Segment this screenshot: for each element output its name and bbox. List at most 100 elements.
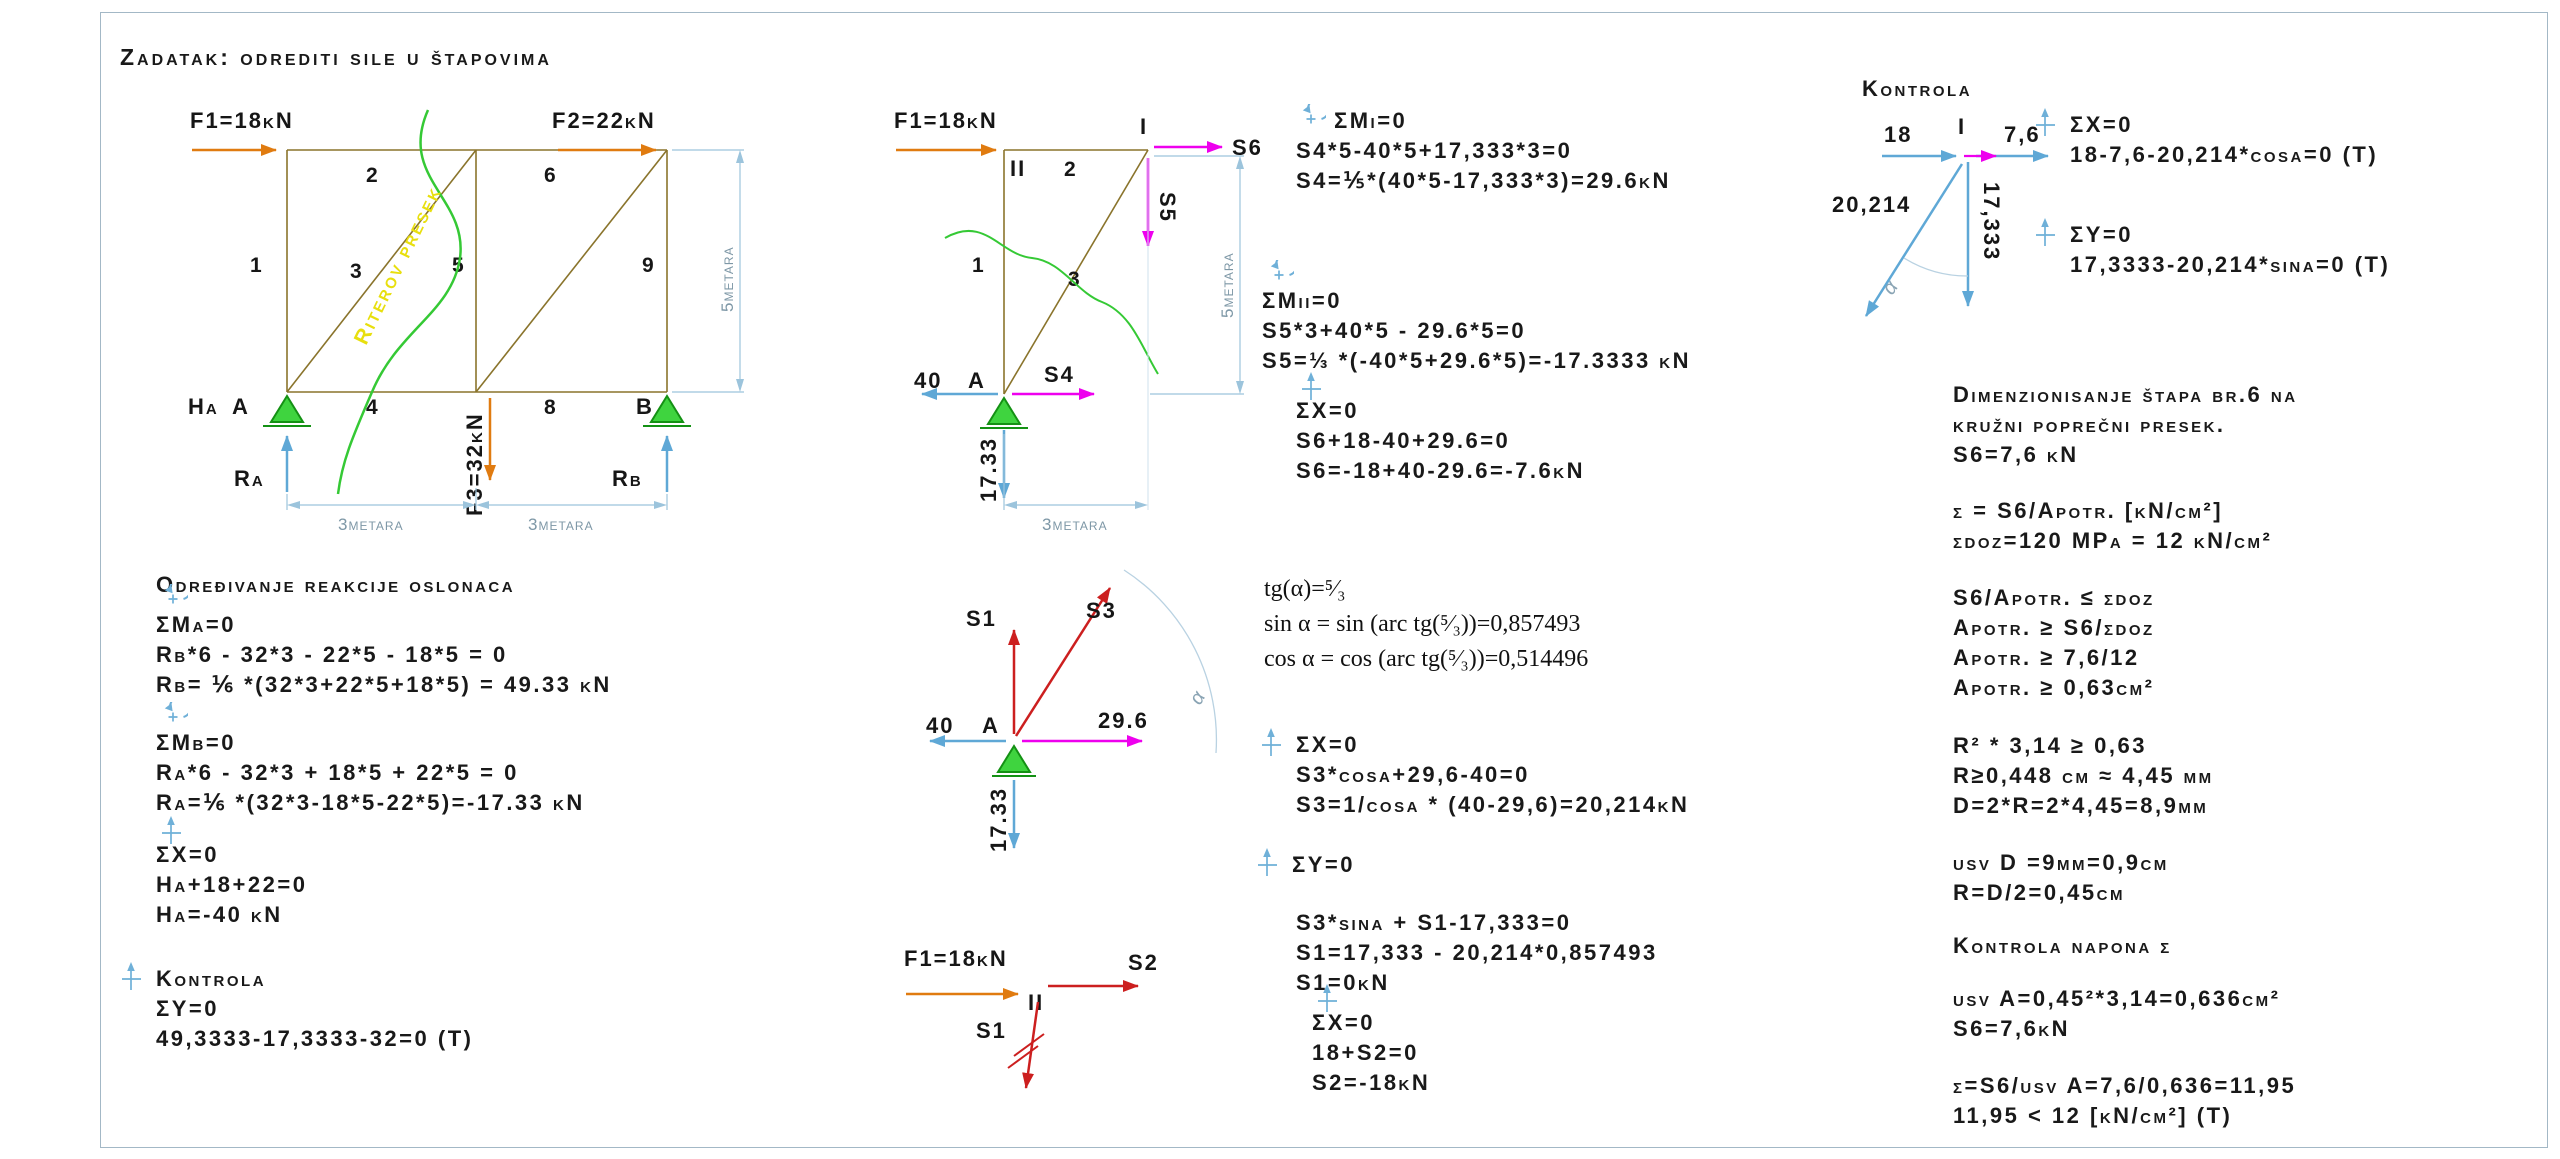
joint-a-diagram: S1 S3 29.6 40 A 17.33 α [926, 569, 1218, 852]
moment-direction-icon [1270, 260, 1294, 280]
text-line: S5=⅓ *(-40*5+29.6*5)=-17.3333 kN [1262, 348, 1692, 373]
member-2-label: 2 [1064, 158, 1077, 181]
axes-plus-icon [2036, 108, 2055, 136]
text-line: D=2*R=2*4,45=8,9mm [1953, 793, 2209, 818]
node-b-label: B [636, 394, 654, 419]
s3-20214-label: 20,214 [1832, 192, 1911, 217]
section-cut-curve [944, 230, 1159, 375]
text-line: Ra=⅙ *(32*3-18*5-22*5)=-17.33 kN [156, 790, 585, 815]
dim-3m-right: 3metara [528, 515, 594, 534]
node-a-label: A [232, 394, 250, 419]
member-1-label: 1 [972, 254, 985, 277]
equation-line: ΣY=0 [1292, 852, 1355, 877]
alpha-symbol: α [1185, 687, 1210, 708]
stress-block: σ = S6/Apotr. [kN/cm²] σdoz=120 MPa = 12 … [1953, 498, 2272, 558]
ritter-section-curve [336, 109, 462, 495]
text-line: S3=1/cosα * (40-29,6)=20,214kN [1296, 792, 1690, 817]
force-f1-label: F1=18kN [904, 946, 1008, 971]
ra-17-label: 17.33 [986, 787, 1011, 852]
text-line: σ = S6/Apotr. [kN/cm²] [1953, 498, 2224, 523]
s3-label: S3 [1086, 598, 1117, 623]
text-line: ΣX=0 [156, 842, 219, 867]
ra-17-label: 17.33 [976, 437, 1001, 502]
text-line: Ra*6 - 32*3 + 18*5 + 22*5 = 0 [156, 760, 519, 785]
support-a-icon [986, 396, 1022, 425]
text-line: S6=7,6 kN [1953, 442, 2079, 467]
equation-lines: σ = S6/Apotr. [kN/cm²] σdoz=120 MPa = 12 … [1953, 498, 2272, 558]
text-line: usv A=0,45²*3,14=0,636cm² [1953, 986, 2281, 1011]
text-line: S6=-18+40-29.6=-7.6kN [1296, 458, 1585, 483]
text-line: Dimenzionisanje štapa br.6 na [1953, 382, 2298, 407]
s3-arrow [1014, 587, 1112, 737]
text-line: S2=-18kN [1312, 1070, 1431, 1095]
text-line: S5*3+40*5 - 29.6*5=0 [1262, 318, 1527, 343]
text-line: 18+S2=0 [1312, 1040, 1419, 1065]
moment-direction-icon [164, 584, 188, 604]
text-line: tg(α)=⁵⁄₃ [1264, 576, 1346, 602]
axes-plus-icon [1302, 372, 1321, 400]
force-f2-label: F2=22kN [552, 108, 656, 133]
text-line: S6+18-40+29.6=0 [1296, 428, 1511, 453]
alpha-symbol: α [1878, 276, 1903, 298]
f18-label: 18 [1884, 122, 1912, 147]
text-line: Ha+18+22=0 [156, 872, 308, 897]
text-line: S4*5-40*5+17,333*3=0 [1296, 138, 1573, 163]
dim-5m: 5metara [1218, 252, 1237, 318]
text-line: 11,95 < 12 [kN/cm²] (T) [1953, 1103, 2233, 1128]
s2-label: S2 [1128, 950, 1159, 975]
alpha-angle-arc [1123, 569, 1218, 754]
equation-lines: usv A=0,45²*3,14=0,636cm² S6=7,6kN [1953, 986, 2280, 1046]
axes-plus-icon [162, 816, 181, 844]
ritter-section-label: Riterov presek [350, 182, 447, 348]
axes-plus-icon [1318, 984, 1337, 1012]
text-line: Ha=-40 kN [156, 902, 283, 927]
text-line: R≥0,448 cm ≈ 4,45 mm [1953, 763, 2214, 788]
support-a-icon [269, 394, 305, 423]
s3-20214-arrow [1864, 163, 1964, 317]
sum-y-joint-head: ΣY=0 [1258, 848, 1355, 882]
axes-plus-icon [1262, 728, 1281, 756]
support-a-icon [996, 744, 1032, 773]
text-line: ΣMi=0 [1334, 108, 1408, 133]
member-9-label: 9 [642, 254, 655, 277]
text-line: S3*cosα+29,6-40=0 [1296, 762, 1530, 787]
text-line: S6=7,6kN [1953, 1016, 2071, 1041]
s1-arrow [1022, 1001, 1040, 1089]
s4-29-label: 29.6 [1098, 708, 1149, 733]
axes-plus-icon [1258, 848, 1277, 876]
member-1-label: 1 [250, 254, 263, 277]
text-line: σdoz=120 MPa = 12 kN/cm² [1953, 528, 2273, 553]
text-line: ΣMb=0 [156, 730, 236, 755]
text-line: ΣX=0 [1296, 398, 1359, 423]
heading-reactions: Određivanje reakcije oslonaca [156, 572, 516, 597]
reaction-ra-label: Ra [234, 466, 265, 491]
text-line: ΣX=0 [2070, 112, 2133, 137]
section-dimension-lines [1003, 155, 1244, 510]
joint-ii-diagram: F1=18kN II S2 S1 [904, 946, 1159, 1089]
moment-direction-icon [1302, 104, 1326, 124]
s1-zero-slash [1013, 1033, 1045, 1057]
reaction-ha-label: Ha [188, 394, 219, 419]
